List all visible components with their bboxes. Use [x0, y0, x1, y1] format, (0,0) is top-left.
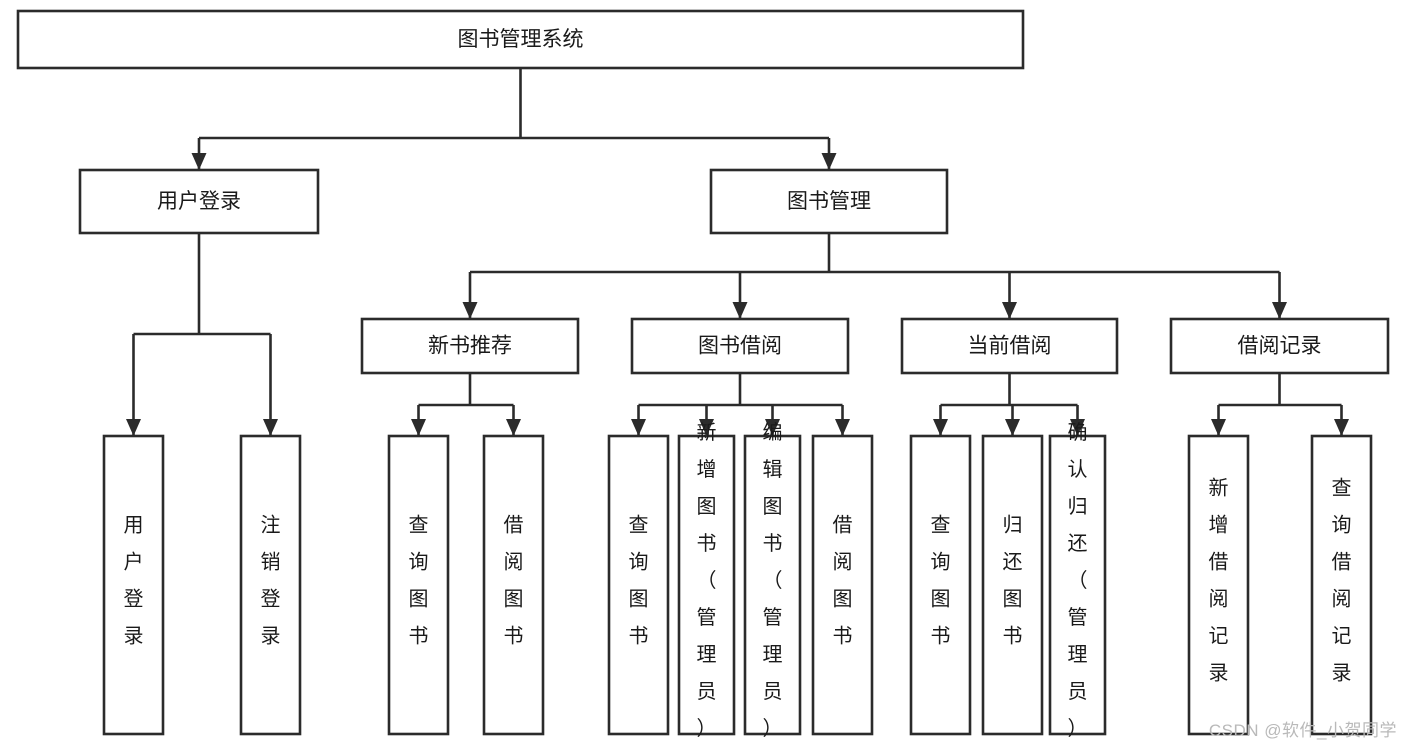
node-leaf-9[interactable]: 归还图书 [981, 434, 1044, 736]
node-root-label: 图书管理系统 [458, 28, 584, 51]
node-leaf-5-label: 新增图书（管理员） [697, 421, 717, 740]
node-leaf-8[interactable]: 查询图书 [909, 434, 972, 736]
node-level2-0-label: 用户登录 [157, 190, 241, 213]
node-leaf-4[interactable]: 查询图书 [607, 434, 670, 736]
node-level3-1-label: 图书借阅 [698, 335, 782, 358]
node-leaf-11-box[interactable] [1187, 434, 1250, 736]
node-leaf-5-box[interactable] [677, 434, 736, 736]
node-leaf-1-box[interactable] [239, 434, 302, 736]
node-layer: 图书管理系统用户登录图书管理新书推荐图书借阅当前借阅借阅记录用户登录注销登录查询… [16, 9, 1390, 740]
node-leaf-11[interactable]: 新增借阅记录 [1187, 434, 1250, 736]
node-root[interactable]: 图书管理系统 [16, 9, 1025, 70]
arrow-head-icon-connector-l3-1-2 [765, 419, 780, 436]
node-level2-0-box[interactable] [78, 168, 320, 235]
node-leaf-4-box[interactable] [607, 434, 670, 736]
arrow-head-icon-connector-l3-3-0 [1211, 419, 1226, 436]
node-leaf-12-label: 查询借阅记录 [1332, 477, 1352, 685]
arrow-head-icon-connector-l3-0-1 [506, 419, 521, 436]
node-leaf-0-label: 用户登录 [124, 515, 144, 648]
node-leaf-8-label: 查询图书 [931, 514, 951, 648]
arrow-head-icon-level2-1 [821, 153, 837, 170]
node-level3-1-box[interactable] [630, 317, 850, 375]
arrow-head-icon-connector-l3-2-0 [933, 419, 948, 436]
node-leaf-5[interactable]: 新增图书（管理员） [677, 421, 736, 740]
node-leaf-8-box[interactable] [909, 434, 972, 736]
node-level3-0-box[interactable] [360, 317, 580, 375]
node-level3-3-label: 借阅记录 [1238, 335, 1322, 358]
node-leaf-11-label: 新增借阅记录 [1209, 477, 1229, 685]
node-leaf-7[interactable]: 借阅图书 [811, 434, 874, 736]
node-leaf-1-label: 注销登录 [261, 514, 281, 648]
arrow-head-icon-level3-2 [1002, 302, 1017, 319]
arrow-head-icon-connector-l3-2-1 [1005, 419, 1020, 436]
node-leaf-6-label: 编辑图书（管理员） [763, 421, 783, 740]
node-leaf-4-label: 查询图书 [629, 514, 649, 648]
node-leaf-10-box[interactable] [1048, 434, 1107, 736]
node-leaf-3-box[interactable] [482, 434, 545, 736]
node-level3-2-label: 当前借阅 [968, 335, 1052, 358]
arrow-head-icon-connector-l3-1-3 [835, 419, 850, 436]
node-leaf-7-label: 借阅图书 [833, 514, 853, 648]
arrow-head-icon-level2-0 [191, 153, 207, 170]
node-leaf-10[interactable]: 确认归还（管理员） [1048, 421, 1107, 740]
node-leaf-9-label: 归还图书 [1003, 514, 1023, 648]
node-level3-3-box[interactable] [1169, 317, 1390, 375]
node-leaf-12-box[interactable] [1310, 434, 1373, 736]
arrow-head-icon-connector-l3-2-2 [1070, 419, 1085, 436]
arrow-head-icon-connector-l3-0-0 [411, 419, 426, 436]
node-level3-2-box[interactable] [900, 317, 1119, 375]
arrow-head-icon-connector-l3-3-1 [1334, 419, 1349, 436]
node-level2-0[interactable]: 用户登录 [78, 168, 320, 235]
arrow-head-icon-connector-login-1 [263, 419, 278, 436]
node-leaf-0-box[interactable] [102, 434, 165, 736]
node-leaf-0[interactable]: 用户登录 [102, 434, 165, 736]
node-level3-1[interactable]: 图书借阅 [630, 317, 850, 375]
arrow-head-icon-level3-3 [1272, 302, 1287, 319]
arrow-head-icon-connector-l3-1-1 [699, 419, 714, 436]
node-level2-1[interactable]: 图书管理 [709, 168, 949, 235]
connector-layer [126, 68, 1349, 436]
node-leaf-7-box[interactable] [811, 434, 874, 736]
node-root-box[interactable] [16, 9, 1025, 70]
node-leaf-1[interactable]: 注销登录 [239, 434, 302, 736]
node-leaf-6-box[interactable] [743, 434, 802, 736]
node-level3-3[interactable]: 借阅记录 [1169, 317, 1390, 375]
node-leaf-2-box[interactable] [387, 434, 450, 736]
node-level2-1-box[interactable] [709, 168, 949, 235]
node-level3-2[interactable]: 当前借阅 [900, 317, 1119, 375]
node-leaf-9-box[interactable] [981, 434, 1044, 736]
node-level3-0[interactable]: 新书推荐 [360, 317, 580, 375]
node-leaf-10-label: 确认归还（管理员） [1068, 421, 1088, 740]
node-leaf-6[interactable]: 编辑图书（管理员） [743, 421, 802, 740]
node-leaf-2[interactable]: 查询图书 [387, 434, 450, 736]
node-leaf-2-label: 查询图书 [409, 514, 429, 648]
node-level3-0-label: 新书推荐 [428, 335, 512, 358]
arrow-head-icon-level3-1 [732, 302, 748, 319]
node-leaf-3-label: 借阅图书 [504, 514, 524, 648]
arrow-head-icon-level3-0 [462, 302, 478, 319]
node-leaf-3[interactable]: 借阅图书 [482, 434, 545, 736]
node-leaf-12[interactable]: 查询借阅记录 [1310, 434, 1373, 736]
node-level2-1-label: 图书管理 [787, 190, 871, 213]
arrow-head-icon-connector-login-0 [126, 419, 141, 436]
arrow-head-icon-connector-l3-1-0 [631, 419, 646, 436]
